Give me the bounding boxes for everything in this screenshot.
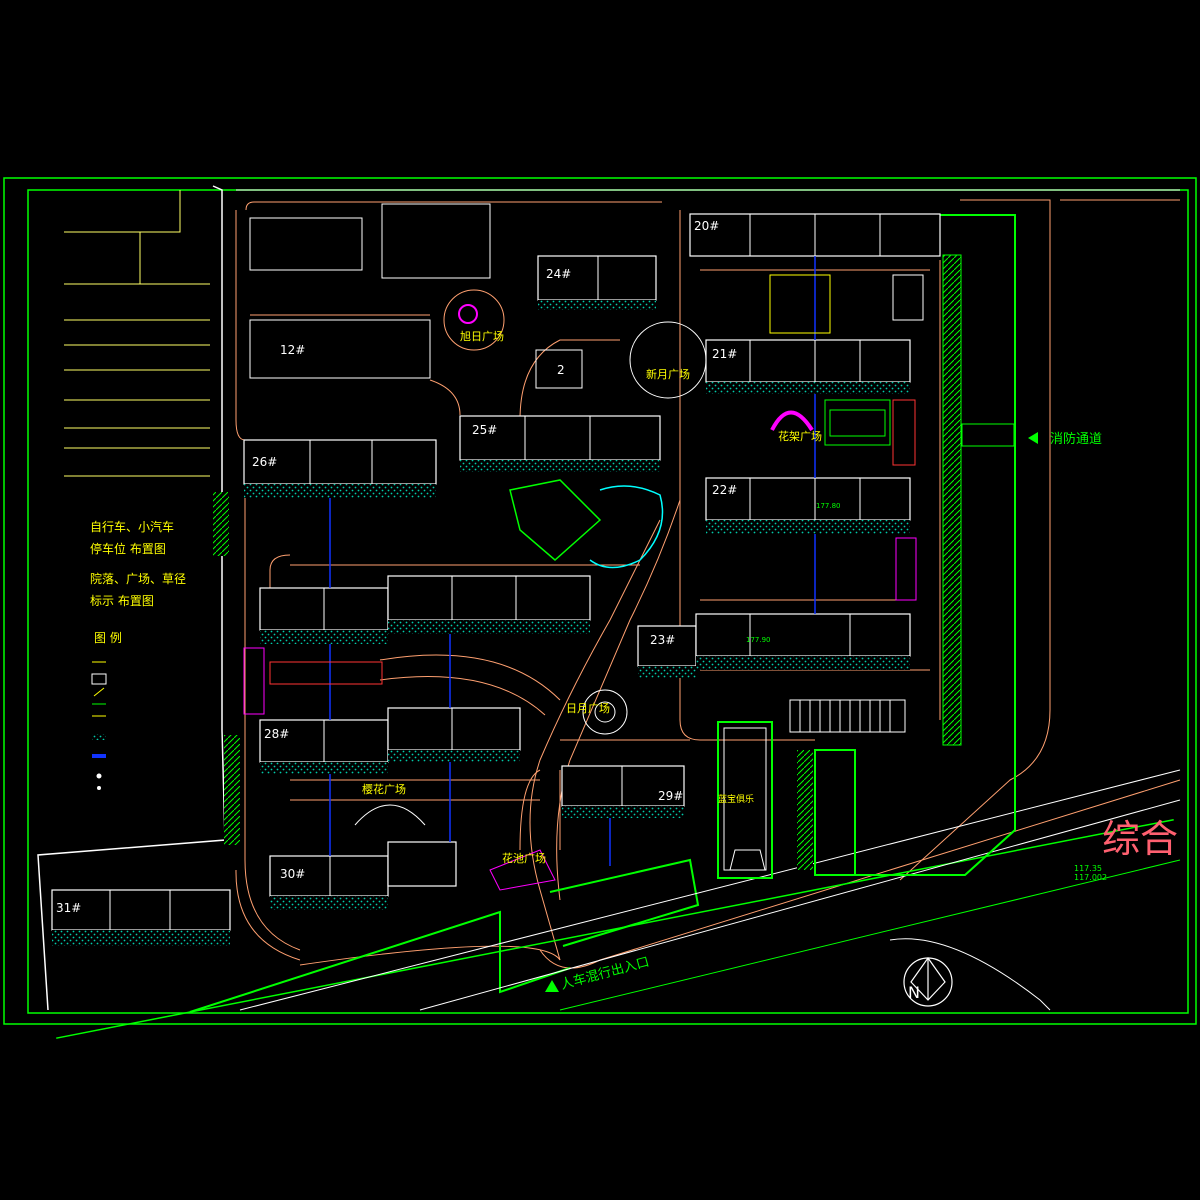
side-note-line: 标示 布置图 bbox=[90, 594, 154, 608]
side-note-line: 院落、广场、草径 bbox=[90, 572, 186, 586]
building-number: 12# bbox=[280, 343, 305, 357]
plaza-label: 花池广场 bbox=[502, 851, 546, 865]
side-note-line: 停车位 布置图 bbox=[90, 541, 166, 556]
building-number: 30# bbox=[280, 867, 305, 881]
legend-title: 图 例 bbox=[94, 631, 122, 645]
building-number: 20# bbox=[694, 219, 719, 233]
building-number: 21# bbox=[712, 347, 737, 361]
building-number: 29# bbox=[658, 789, 683, 803]
clubhouse bbox=[717, 721, 773, 879]
outer-frame bbox=[3, 177, 1197, 1025]
building-number: 22# bbox=[712, 483, 737, 497]
drawing-title: 综合 bbox=[1102, 817, 1178, 861]
entrance-arrow-icon bbox=[545, 980, 559, 992]
building-number: 25# bbox=[472, 423, 497, 437]
elevation-lower: 117.002 bbox=[1074, 873, 1107, 882]
unit-divisions bbox=[109, 214, 881, 930]
entrance-label: 人车混行出入口 bbox=[559, 954, 651, 993]
clubhouse-label: 蓝宝俱乐 bbox=[718, 793, 754, 805]
residential-buildings bbox=[51, 213, 941, 946]
fire-lane-label: 消防通道 bbox=[1050, 431, 1102, 447]
building-outlines-topleft bbox=[249, 203, 583, 389]
spot-height: 177.80 bbox=[816, 502, 841, 510]
fire-lane-arrow-icon bbox=[1028, 432, 1038, 444]
outside-parcels bbox=[64, 190, 210, 477]
building-number: 24# bbox=[546, 267, 571, 281]
parking bbox=[213, 274, 924, 845]
elevation-upper: 117.35 bbox=[1074, 864, 1102, 873]
building-number: 2 bbox=[557, 363, 565, 377]
site-boundary bbox=[37, 185, 226, 1011]
plaza-label: 樱花广场 bbox=[362, 782, 406, 796]
north-arrow-icon bbox=[903, 956, 953, 1007]
building-number: 28# bbox=[264, 727, 289, 741]
plazas bbox=[354, 274, 891, 891]
legend-swatches bbox=[91, 661, 107, 790]
building-number: 23# bbox=[650, 633, 675, 647]
plaza-label: 旭日广场 bbox=[460, 329, 504, 343]
building-number: 26# bbox=[252, 455, 277, 469]
side-note-line: 自行车、小汽车 bbox=[90, 519, 174, 534]
plaza-label: 日月广场 bbox=[566, 701, 610, 715]
spot-height: 177.90 bbox=[746, 636, 771, 644]
building-number: 31# bbox=[56, 901, 81, 915]
east-boundary bbox=[789, 214, 1016, 876]
plaza-label: 花架广场 bbox=[778, 429, 822, 443]
plaza-label: 新月广场 bbox=[646, 367, 690, 381]
utility-lines bbox=[329, 256, 816, 866]
north-label: N bbox=[908, 983, 920, 1002]
road-network bbox=[235, 199, 1181, 969]
